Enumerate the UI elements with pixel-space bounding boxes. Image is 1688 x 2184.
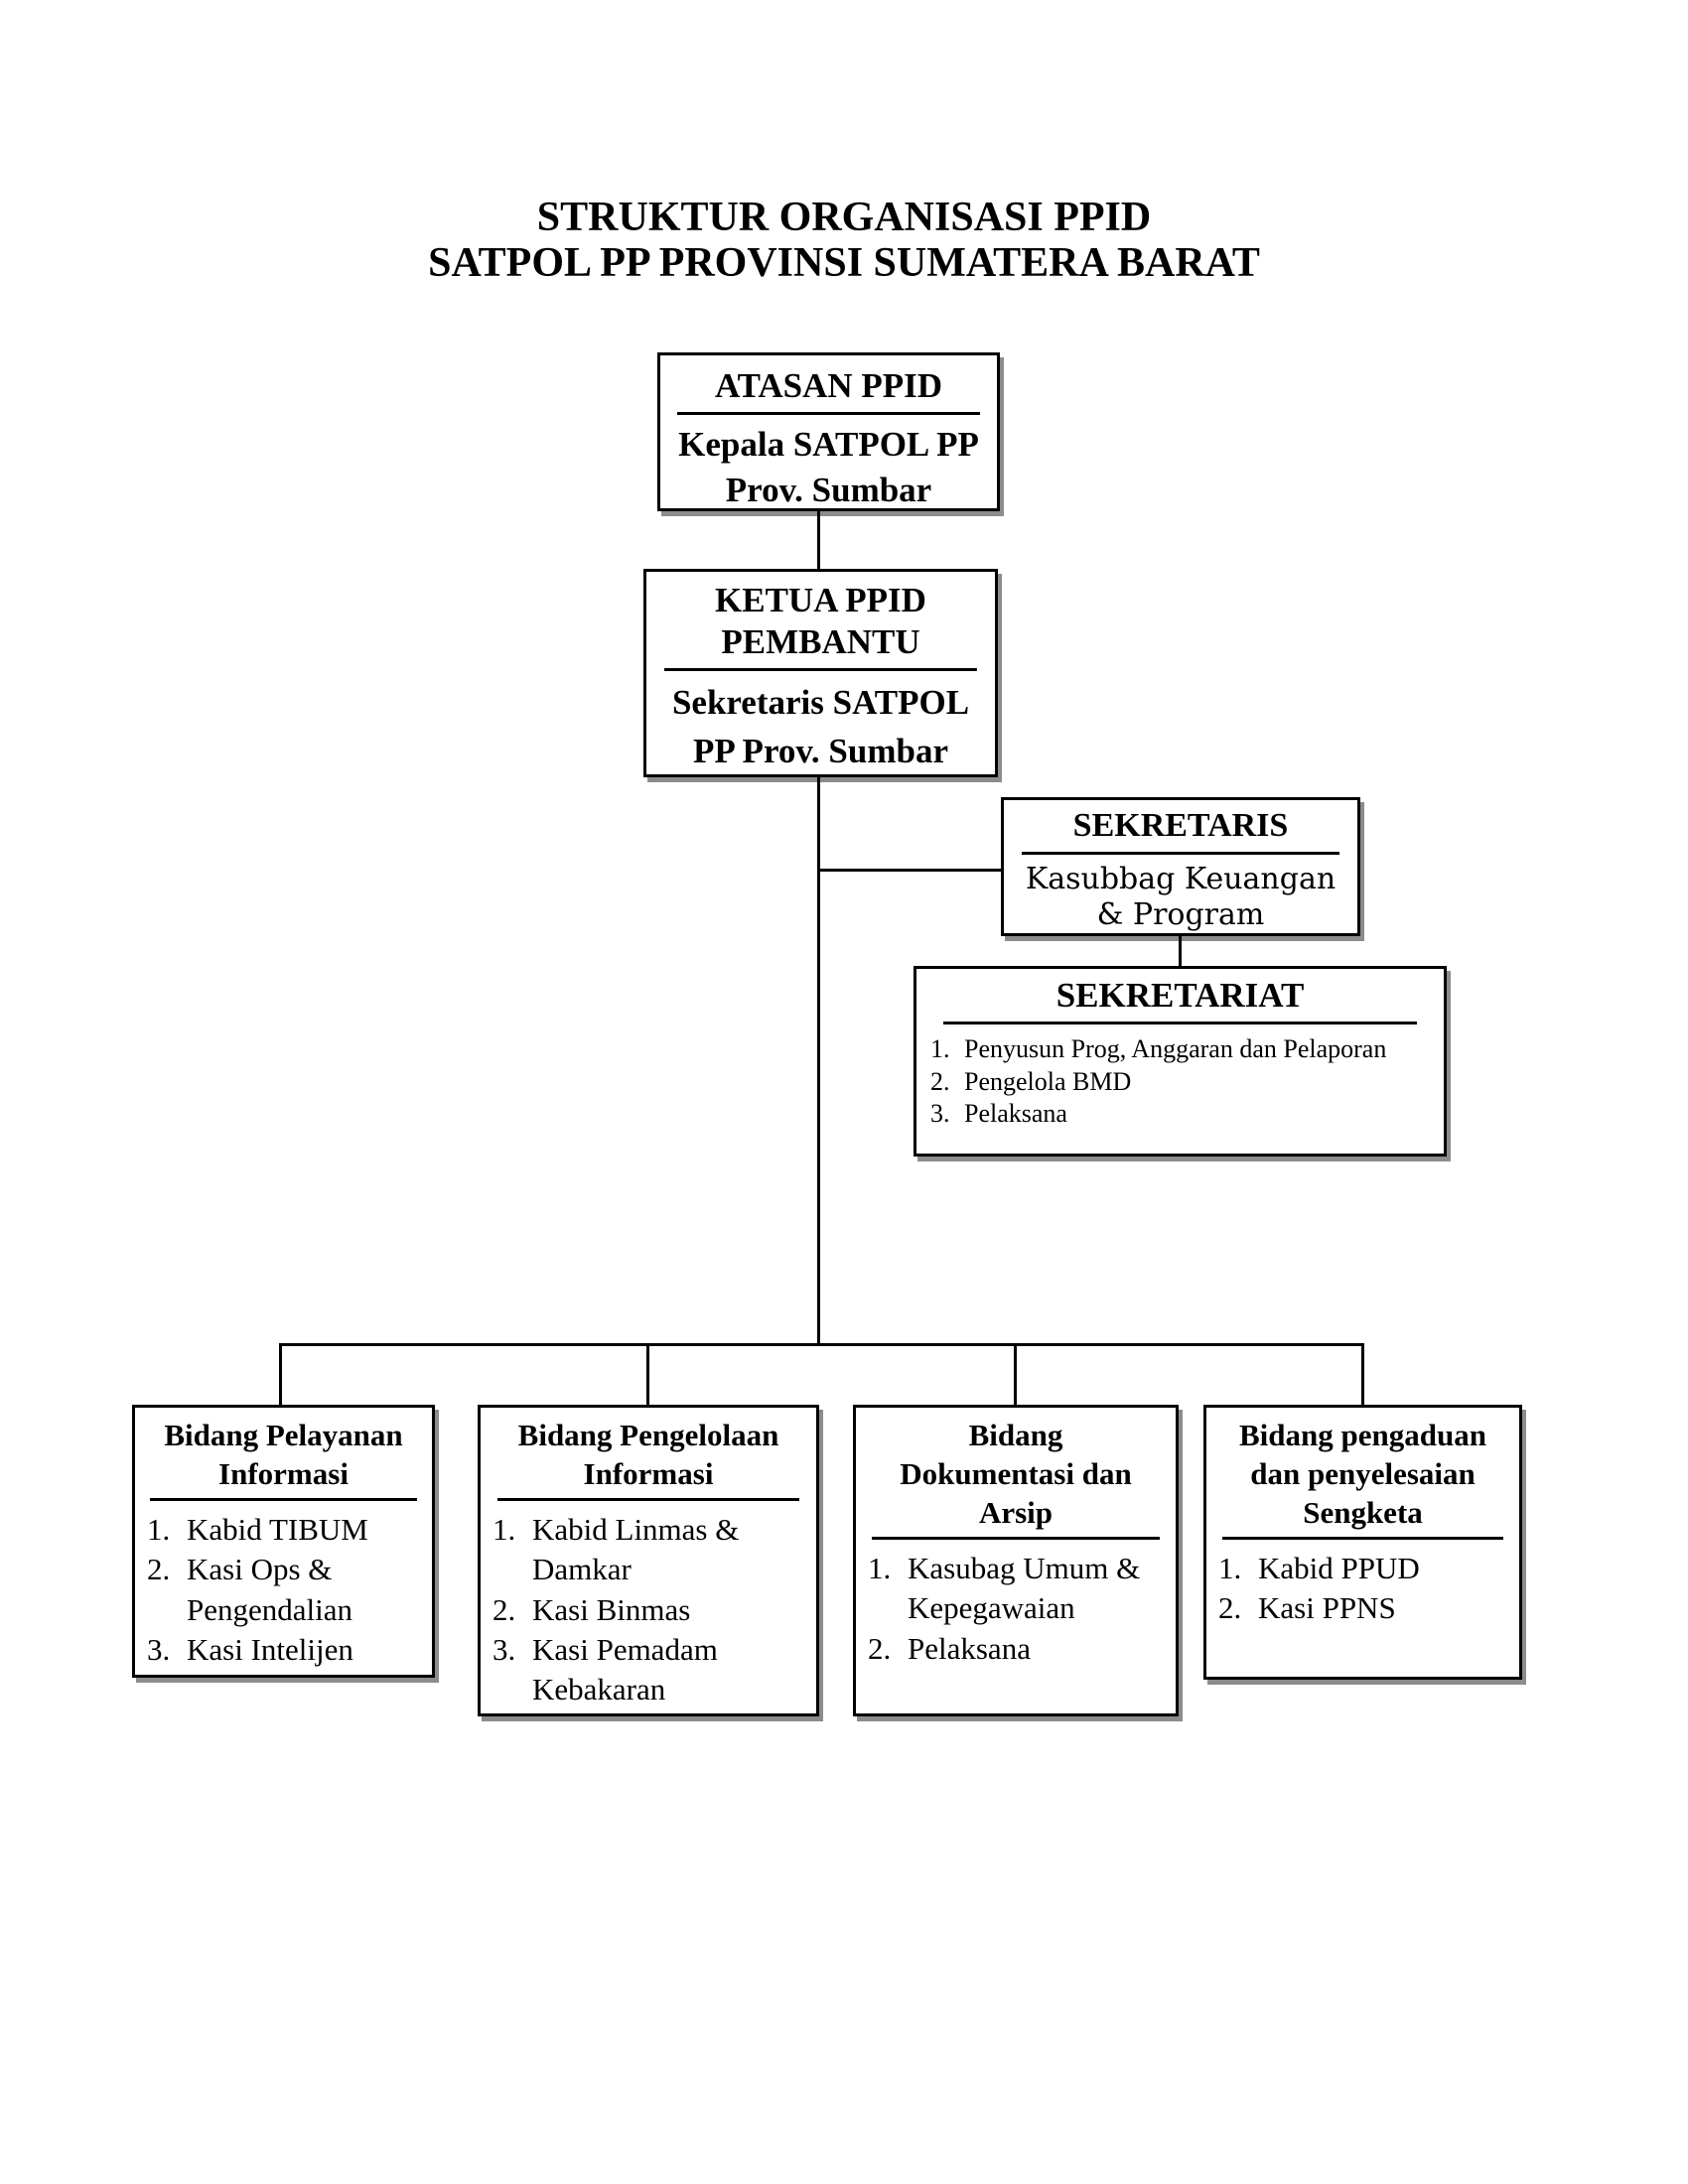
heading-underline [496, 1498, 800, 1502]
list-item: 3. Kasi Pemadam Kebakaran [492, 1630, 808, 1710]
box-bidang-pelayanan-heading: Bidang Pelayanan Informasi [164, 1418, 403, 1492]
page-title: STRUKTUR ORGANISASI PPID SATPOL PP PROVI… [428, 195, 1260, 287]
list-item-number: 2. [492, 1591, 516, 1627]
connector-bottom-horizontal [279, 1343, 1364, 1346]
heading-underline [942, 1022, 1418, 1024]
heading-underline [872, 1537, 1160, 1541]
list-item-number: 3. [147, 1631, 171, 1667]
list-item-text: Pelaksana [908, 1630, 1031, 1666]
connector-trunk-to-sekretaris [817, 869, 1001, 872]
box-bidang-pengelolaan-heading: Bidang Pengelolaan Informasi [517, 1418, 779, 1492]
heading-underline [676, 412, 981, 415]
list-item: 2. Kasi Binmas [492, 1590, 808, 1630]
list-item: 3. Pelaksana [930, 1098, 1434, 1131]
list-item-number: 1. [1218, 1551, 1242, 1586]
list-item-text: Kasi Ops & Pengendalian [187, 1552, 353, 1627]
list-item-number: 2. [930, 1066, 950, 1096]
list-item: 1. Penyusun Prog, Anggaran dan Pelaporan [930, 1033, 1434, 1066]
box-bidang-pelayanan-list: 1. Kabid TIBUM 2. Kasi Ops & Pengendalia… [135, 1508, 432, 1670]
connector-stub-bidang-pengelolaan [646, 1343, 649, 1405]
heading-underline [663, 668, 978, 671]
box-sekretaris-subtitle: Kasubbag Keuangan & Program [1025, 861, 1336, 932]
box-ketua-ppid-pembantu: KETUA PPID PEMBANTU Sekretaris SATPOL PP… [643, 569, 998, 777]
heading-underline [149, 1498, 418, 1502]
list-item-text: Kasi PPNS [1258, 1590, 1396, 1626]
box-bidang-pelayanan-informasi: Bidang Pelayanan Informasi 1. Kabid TIBU… [132, 1405, 435, 1678]
list-item-text: Kabid TIBUM [187, 1512, 368, 1548]
box-atasan-heading: ATASAN PPID [714, 366, 943, 405]
list-item-text: Pelaksana [964, 1099, 1067, 1128]
box-ketua-subtitle: Sekretaris SATPOL PP Prov. Sumbar [671, 683, 970, 770]
box-atasan-subtitle: Kepala SATPOL PP Prov. Sumbar [678, 425, 979, 509]
list-item-number: 3. [492, 1631, 516, 1667]
list-item-number: 2. [1218, 1590, 1242, 1626]
box-bidang-pengaduan-sengketa: Bidang pengaduan dan penyelesaian Sengke… [1203, 1405, 1522, 1680]
connector-stub-bidang-dokumentasi [1014, 1343, 1017, 1405]
connector-atasan-to-ketua [817, 511, 820, 572]
box-bidang-dokumentasi-arsip: Bidang Dokumentasi dan Arsip 1. Kasubag … [853, 1405, 1179, 1716]
list-item-text: Kasi Binmas [532, 1591, 691, 1627]
box-bidang-pengaduan-heading: Bidang pengaduan dan penyelesaian Sengke… [1239, 1418, 1486, 1531]
box-ketua-heading: KETUA PPID PEMBANTU [715, 581, 926, 661]
list-item: 1. Kasubag Umum & Kepegawaian [868, 1549, 1168, 1629]
list-item-number: 3. [930, 1099, 950, 1128]
box-bidang-dokumentasi-list: 1. Kasubag Umum & Kepegawaian 2. Pelaksa… [856, 1547, 1176, 1669]
box-sekretariat-heading: SEKRETARIAT [1055, 976, 1305, 1015]
list-item: 3. Kasi Intelijen [147, 1630, 424, 1670]
box-bidang-dokumentasi-heading: Bidang Dokumentasi dan Arsip [900, 1418, 1132, 1531]
box-sekretaris-heading: SEKRETARIS [1072, 807, 1289, 844]
list-item: 2. Pengelola BMD [930, 1066, 1434, 1099]
list-item: 2. Kasi Ops & Pengendalian [147, 1550, 424, 1630]
list-item: 2. Pelaksana [868, 1629, 1168, 1669]
box-sekretaris: SEKRETARIS Kasubbag Keuangan & Program [1001, 797, 1360, 936]
connector-stub-bidang-pengaduan [1361, 1343, 1364, 1405]
list-item-number: 1. [492, 1512, 516, 1548]
connector-sekretaris-to-sekretariat [1179, 936, 1182, 968]
list-item: 2. Kasi PPNS [1218, 1588, 1511, 1628]
box-bidang-pengaduan-list: 1. Kabid PPUD 2. Kasi PPNS [1206, 1547, 1519, 1629]
list-item-number: 1. [147, 1512, 171, 1548]
list-item-text: Penyusun Prog, Anggaran dan Pelaporan [964, 1034, 1387, 1063]
box-sekretariat: SEKRETARIAT 1. Penyusun Prog, Anggaran d… [914, 966, 1447, 1157]
box-sekretariat-list: 1. Penyusun Prog, Anggaran dan Pelaporan… [916, 1031, 1444, 1131]
list-item-text: Pengelola BMD [964, 1066, 1132, 1096]
list-item: 1. Kabid Linmas & Damkar [492, 1510, 808, 1590]
list-item-number: 1. [868, 1551, 892, 1586]
list-item-text: Kabid PPUD [1258, 1551, 1420, 1586]
list-item-text: Kasi Pemadam Kebakaran [532, 1631, 718, 1707]
connector-stub-bidang-pelayanan [279, 1343, 282, 1405]
box-bidang-pengelolaan-list: 1. Kabid Linmas & Damkar 2. Kasi Binmas … [481, 1508, 816, 1709]
box-bidang-pengelolaan-informasi: Bidang Pengelolaan Informasi 1. Kabid Li… [478, 1405, 819, 1716]
list-item-number: 2. [147, 1552, 171, 1587]
heading-underline [1021, 851, 1340, 855]
list-item-number: 1. [930, 1034, 950, 1063]
list-item-text: Kasi Intelijen [187, 1631, 353, 1667]
list-item: 1. Kabid TIBUM [147, 1510, 424, 1550]
connector-ketua-trunk-vertical [817, 777, 820, 1346]
box-atasan-ppid: ATASAN PPID Kepala SATPOL PP Prov. Sumba… [657, 352, 1000, 511]
list-item-number: 2. [868, 1630, 892, 1666]
list-item: 1. Kabid PPUD [1218, 1549, 1511, 1588]
list-item-text: Kasubag Umum & Kepegawaian [908, 1551, 1141, 1626]
heading-underline [1221, 1537, 1504, 1541]
list-item-text: Kabid Linmas & Damkar [532, 1512, 740, 1587]
